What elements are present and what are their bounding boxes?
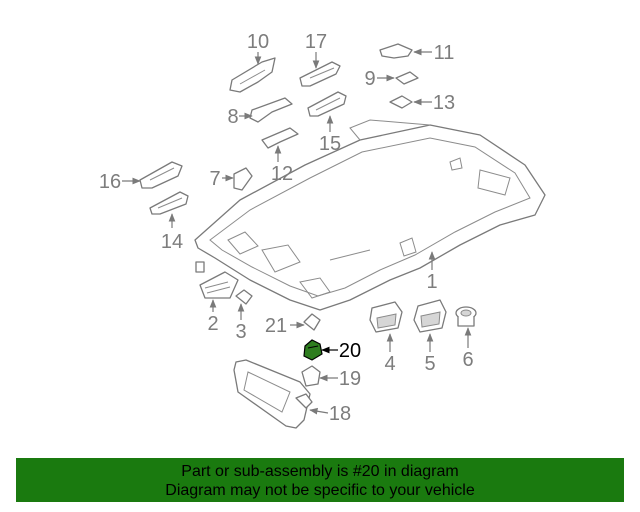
banner-line-2: Diagram may not be specific to your vehi… <box>165 482 475 499</box>
callout-9: 9 <box>364 68 375 90</box>
callout-14: 14 <box>161 231 183 253</box>
callout-3: 3 <box>235 321 246 343</box>
grab-handle-part-15 <box>307 91 347 117</box>
callout-8: 8 <box>227 106 238 128</box>
callout-labels: 1 2 3 4 5 6 7 8 9 10 11 12 13 14 15 16 1… <box>99 31 474 425</box>
callout-5: 5 <box>424 353 435 375</box>
bracket-part-8 <box>249 97 293 123</box>
callout-19: 19 <box>339 368 361 390</box>
callout-4: 4 <box>384 353 395 375</box>
callout-16: 16 <box>99 171 121 193</box>
grab-handle-part-17 <box>299 61 341 87</box>
bracket-part-2 <box>195 261 239 299</box>
callout-20: 20 <box>339 340 361 362</box>
callout-11: 11 <box>434 42 455 64</box>
sun-visor-part-18 <box>233 359 313 429</box>
clip-part-13 <box>389 95 413 109</box>
headliner-part-1 <box>194 119 546 311</box>
clip-part-3 <box>235 289 253 305</box>
grommet-part-6 <box>455 306 477 327</box>
lamp-part-5 <box>413 299 447 333</box>
callout-2: 2 <box>207 313 218 335</box>
clip-part-7 <box>233 167 253 191</box>
clip-part-21 <box>303 313 321 331</box>
callout-15: 15 <box>319 133 341 155</box>
callout-12: 12 <box>271 163 293 185</box>
callout-1: 1 <box>426 271 437 293</box>
callout-10: 10 <box>247 31 269 53</box>
callout-18: 18 <box>329 403 351 425</box>
banner-line-1: Part or sub-assembly is #20 in diagram <box>181 463 459 480</box>
clip-part-9 <box>395 71 419 85</box>
callout-21: 21 <box>265 315 287 337</box>
callout-6: 6 <box>462 349 473 371</box>
bracket-part-10 <box>229 57 276 93</box>
lamp-part-4 <box>369 301 403 333</box>
grab-handle-part-14 <box>149 191 189 215</box>
highlighted-part-20 <box>303 339 323 361</box>
leader-lines <box>122 48 472 415</box>
bracket-part-12 <box>261 127 299 149</box>
parts-diagram: 1 2 3 4 5 6 7 8 9 10 11 12 13 14 15 16 1… <box>99 31 546 429</box>
callout-17: 17 <box>305 31 327 53</box>
callout-13: 13 <box>433 92 455 114</box>
bracket-part-11 <box>379 43 413 59</box>
info-banner: Part or sub-assembly is #20 in diagram D… <box>16 458 624 502</box>
callout-7: 7 <box>209 168 220 190</box>
grab-handle-part-16 <box>139 161 183 189</box>
clip-part-19 <box>301 365 321 387</box>
